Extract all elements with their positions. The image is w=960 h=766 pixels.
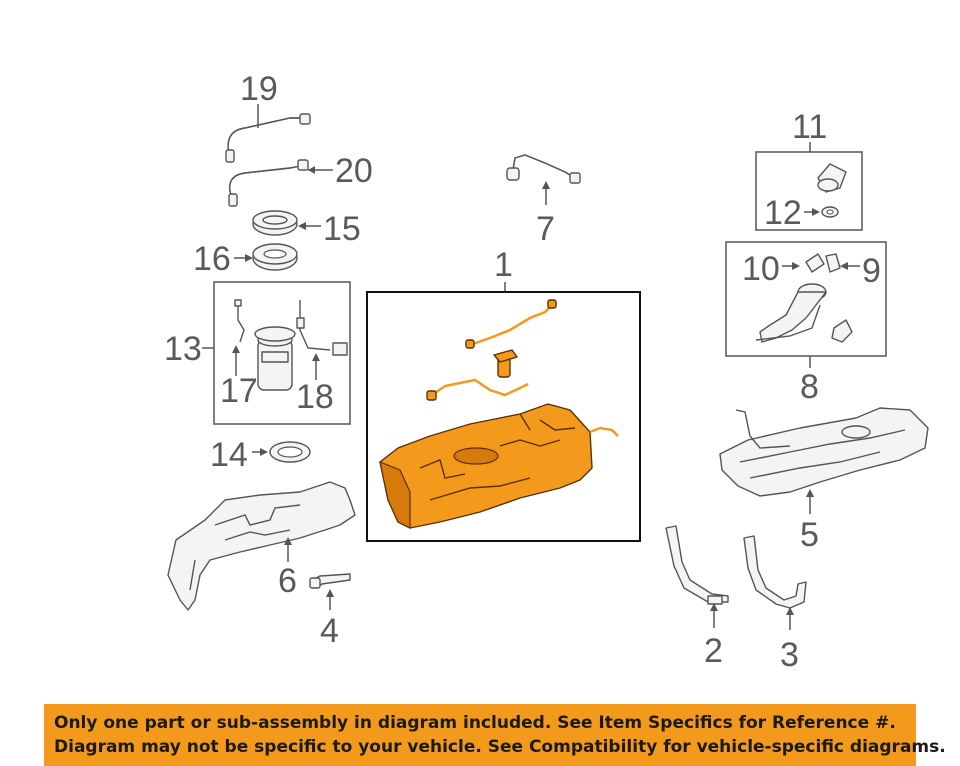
callout-7: 7 [536, 181, 555, 248]
svg-text:2: 2 [704, 632, 723, 670]
box-13-fuel-pump-group [213, 281, 351, 425]
svg-text:5: 5 [800, 516, 819, 554]
part-19-fuel-line [225, 113, 311, 163]
callout-15: 15 [298, 210, 361, 248]
svg-text:10: 10 [742, 250, 780, 288]
box-8-filler-neck-group [725, 241, 887, 357]
callout-10: 10 [742, 250, 800, 288]
callout-18: 18 [296, 353, 334, 416]
callout-9: 9 [840, 252, 881, 290]
svg-text:1: 1 [494, 246, 513, 284]
svg-text:8: 8 [800, 368, 819, 406]
part-5-skid-plate [719, 407, 929, 497]
callout-14: 14 [210, 436, 268, 474]
svg-text:4: 4 [320, 612, 339, 650]
svg-text:13: 13 [164, 330, 202, 368]
callout-13: 13 [164, 330, 214, 368]
callout-11: 11 [792, 108, 827, 152]
callout-16: 16 [193, 240, 253, 278]
svg-text:19: 19 [240, 70, 278, 108]
part-9-clip [825, 253, 841, 273]
part-2-strap [665, 525, 729, 605]
box-11-fuel-cap-group [755, 151, 863, 231]
callout-6: 6 [278, 537, 297, 600]
svg-text:12: 12 [764, 194, 802, 232]
part-16-gasket [252, 243, 298, 271]
disclaimer-line-1: Only one part or sub-assembly in diagram… [54, 713, 896, 733]
callout-20: 20 [308, 152, 373, 190]
part-20-fuel-line [228, 159, 309, 207]
disclaimer-banner: Only one part or sub-assembly in diagram… [44, 704, 946, 766]
callout-2: 2 [704, 603, 723, 670]
part-7-breather-tube [506, 154, 581, 184]
svg-text:14: 14 [210, 436, 248, 474]
callout-8: 8 [800, 356, 819, 406]
svg-text:15: 15 [323, 210, 361, 248]
svg-text:16: 16 [193, 240, 231, 278]
callout-5: 5 [800, 489, 819, 554]
part-3-strap [743, 535, 807, 609]
callout-17: 17 [220, 345, 258, 410]
callout-1: 1 [494, 246, 513, 292]
svg-text:11: 11 [792, 108, 827, 146]
part-6-heat-shield [167, 481, 356, 611]
svg-text:18: 18 [296, 378, 334, 416]
svg-text:6: 6 [278, 562, 297, 600]
svg-text:3: 3 [780, 636, 799, 674]
part-11-fuel-cap [817, 163, 847, 193]
callout-3: 3 [780, 607, 799, 674]
part-10-clip [805, 253, 825, 273]
svg-text:20: 20 [335, 152, 373, 190]
part-4-bolt [309, 573, 351, 589]
disclaimer-line-2: Diagram may not be specific to your vehi… [54, 737, 946, 757]
svg-text:17: 17 [220, 372, 258, 410]
part-13-fuel-pump [234, 299, 348, 391]
part-14-gasket [269, 441, 311, 463]
svg-text:9: 9 [862, 252, 881, 290]
callout-19: 19 [240, 70, 278, 128]
callout-12: 12 [764, 194, 820, 232]
part-1-fuel-tank [379, 299, 619, 529]
part-8-filler-neck [755, 283, 853, 343]
box-1-fuel-tank-group [366, 291, 641, 542]
part-12-gasket [821, 206, 839, 218]
parts-diagram: 19 20 15 16 [164, 70, 929, 674]
callout-4: 4 [320, 589, 339, 650]
part-15-lock-ring [252, 210, 298, 236]
svg-text:7: 7 [536, 210, 555, 248]
